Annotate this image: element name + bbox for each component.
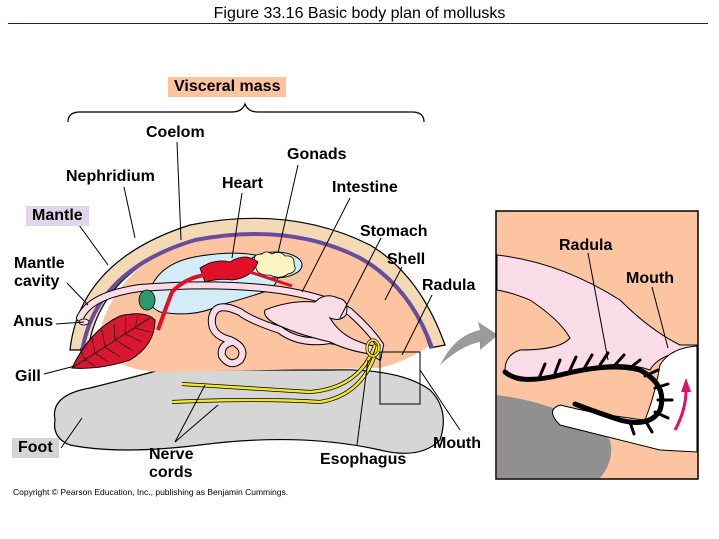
- title-underline: [8, 23, 708, 24]
- zoom-arrow: [440, 322, 498, 365]
- inset-source-box: [379, 351, 421, 405]
- label-nerve-cords-1: Nerve: [149, 446, 194, 463]
- heart: [199, 256, 259, 283]
- gill-midrib: [74, 317, 151, 367]
- label-visceral-mass: Visceral mass: [168, 77, 287, 97]
- leader-lines: [43, 141, 461, 449]
- visceral-mass-brace: [67, 102, 425, 123]
- inset-radula: [502, 364, 665, 425]
- heart-vessel-lower: [156, 273, 206, 331]
- label-mouth: Mouth: [433, 435, 481, 452]
- inset-radula-leader: [587, 252, 609, 361]
- label-heart: Heart: [222, 175, 263, 192]
- label-intestine: Intestine: [332, 179, 398, 196]
- nephridium: [138, 289, 156, 311]
- label-inset-radula: Radula: [559, 237, 613, 254]
- motion-arrow: [673, 389, 688, 431]
- label-anus: Anus: [13, 313, 53, 330]
- label-coelom: Coelom: [146, 124, 205, 141]
- label-gonads: Gonads: [287, 146, 347, 163]
- heart-vessel: [249, 270, 293, 288]
- label-gill: Gill: [15, 368, 41, 385]
- label-mantle-cavity-1: Mantle: [14, 255, 65, 272]
- label-esophagus: Esophagus: [320, 451, 407, 468]
- copyright-notice: Copyright © Pearson Education, Inc., pub…: [13, 487, 289, 497]
- label-foot: Foot: [12, 438, 59, 458]
- gonads: [253, 251, 296, 278]
- radula-inset: [495, 210, 699, 480]
- inset-mouth-white: [552, 345, 698, 453]
- label-mantle: Mantle: [26, 206, 89, 226]
- label-inset-mouth: Mouth: [626, 270, 674, 287]
- label-radula: Radula: [422, 277, 476, 294]
- label-nephridium: Nephridium: [66, 168, 155, 185]
- label-stomach: Stomach: [360, 223, 428, 240]
- inset-mouth-leader: [651, 286, 669, 349]
- foot-shape: [53, 369, 444, 454]
- figure-title: Figure 33.16 Basic body plan of mollusks: [213, 5, 506, 22]
- gill-filaments: [79, 315, 151, 367]
- mantle-line: [80, 232, 434, 353]
- label-mantle-cavity-2: cavity: [14, 273, 60, 290]
- stomach: [264, 295, 381, 356]
- label-shell: Shell: [387, 251, 426, 268]
- label-nerve-cords-2: cords: [149, 464, 193, 481]
